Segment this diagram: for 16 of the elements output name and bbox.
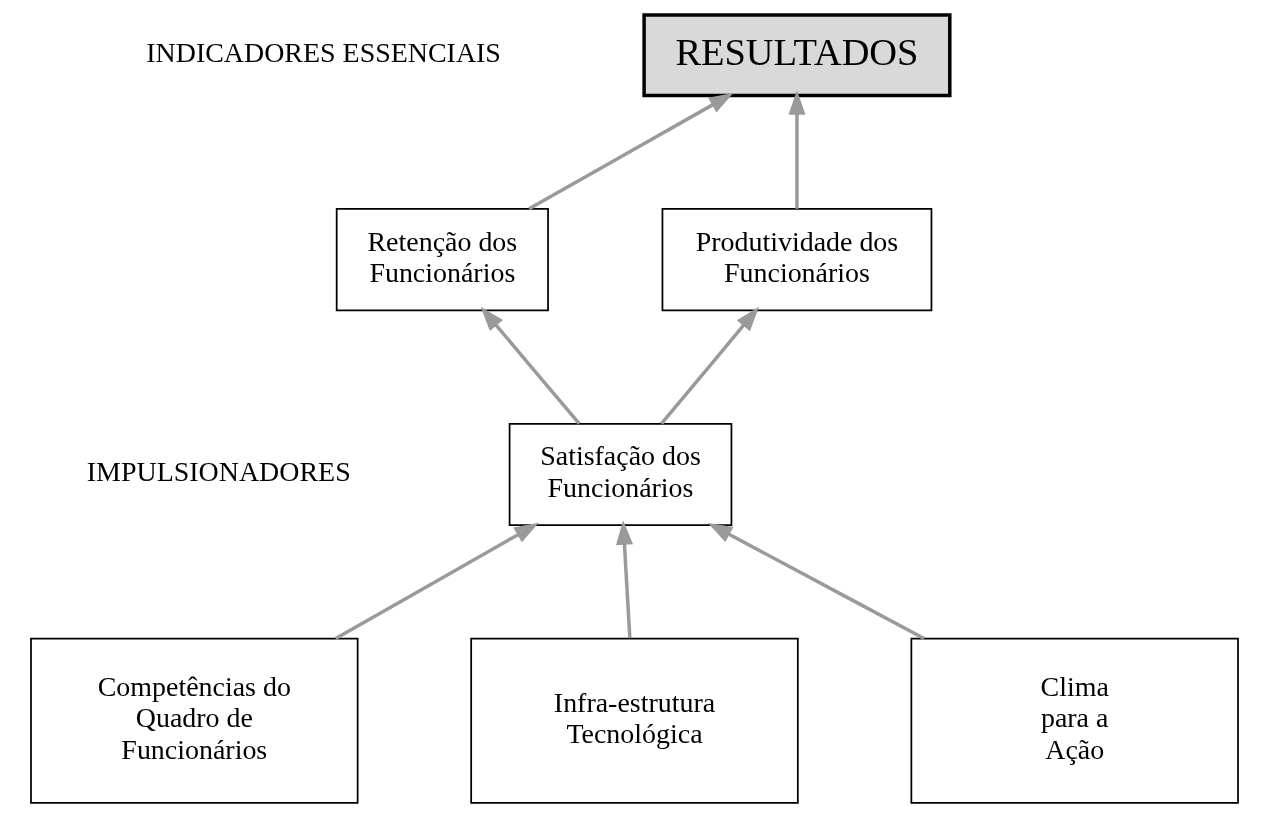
node-box: Produtividade dos Funcionários [661, 208, 933, 312]
label: INDICADORES ESSENCIAIS [146, 36, 501, 68]
arrow [528, 93, 734, 211]
node-box: Satisfação dos Funcionários [508, 422, 733, 527]
label: IMPULSIONADORES [86, 456, 351, 488]
arrow [334, 522, 539, 641]
node-box: Clima para a Ação [910, 637, 1239, 804]
arrow [660, 306, 760, 425]
node-box: RESULTADOS [642, 13, 952, 98]
node-box: Infra-estrutura Tecnológica [470, 637, 799, 804]
arrow [707, 522, 925, 641]
arrow [480, 306, 581, 425]
node-box: Retenção dos Funcionários [335, 208, 549, 312]
arrow [615, 520, 634, 639]
node-box: Competências do Quadro de Funcionários [30, 637, 359, 804]
arrow [788, 90, 806, 209]
